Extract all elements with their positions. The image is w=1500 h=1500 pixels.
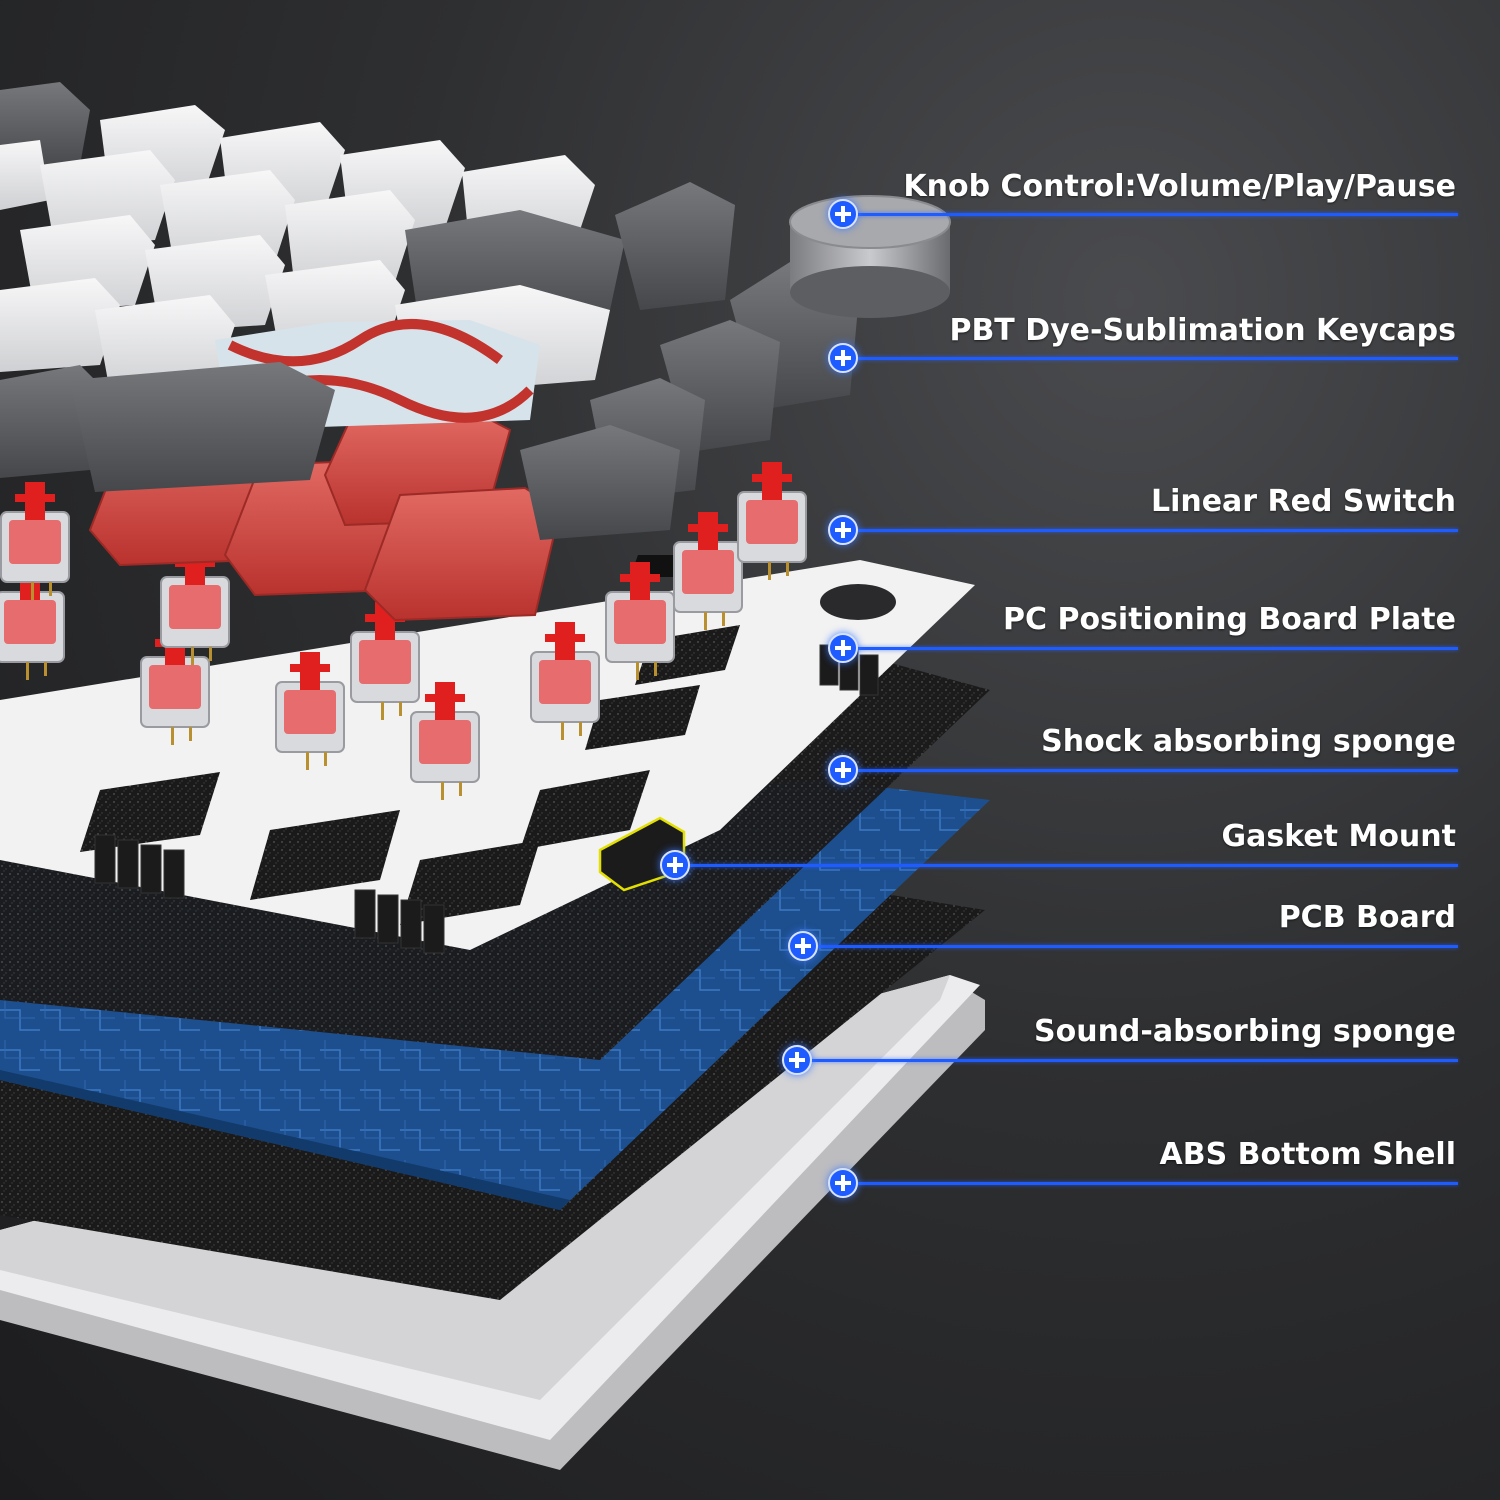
callout-label-plate: PC Positioning Board Plate: [1003, 602, 1456, 637]
callout-label-knob: Knob Control:Volume/Play/Pause: [903, 169, 1456, 204]
callout-line-plate: [843, 647, 1458, 650]
callout-line-pcb: [803, 945, 1458, 948]
callout-line-shell: [843, 1182, 1458, 1185]
callout-line-sound-sponge: [797, 1059, 1458, 1062]
callout-label-shell: ABS Bottom Shell: [1159, 1137, 1456, 1172]
plus-icon[interactable]: [828, 755, 858, 785]
callout-line-switch: [843, 529, 1458, 532]
callout-label-gasket: Gasket Mount: [1221, 819, 1456, 854]
callout-line-keycaps: [843, 357, 1458, 360]
callout-label-shock-sponge: Shock absorbing sponge: [1041, 724, 1456, 759]
plus-icon[interactable]: [660, 850, 690, 880]
plus-icon[interactable]: [828, 633, 858, 663]
callout-line-knob: [843, 213, 1458, 216]
callout-line-gasket: [675, 864, 1458, 867]
callout-label-keycaps: PBT Dye-Sublimation Keycaps: [949, 313, 1456, 348]
plus-icon[interactable]: [828, 515, 858, 545]
callout-label-switch: Linear Red Switch: [1150, 484, 1456, 519]
plus-icon[interactable]: [788, 931, 818, 961]
plus-icon[interactable]: [828, 1168, 858, 1198]
plus-icon[interactable]: [828, 199, 858, 229]
plus-icon[interactable]: [828, 343, 858, 373]
plus-icon[interactable]: [782, 1045, 812, 1075]
callout-line-shock-sponge: [843, 769, 1458, 772]
callout-label-sound-sponge: Sound-absorbing sponge: [1034, 1014, 1456, 1049]
callout-label-pcb: PCB Board: [1278, 900, 1456, 935]
keycap-layer: [0, 82, 860, 540]
pc-positioning-plate: [0, 555, 975, 950]
